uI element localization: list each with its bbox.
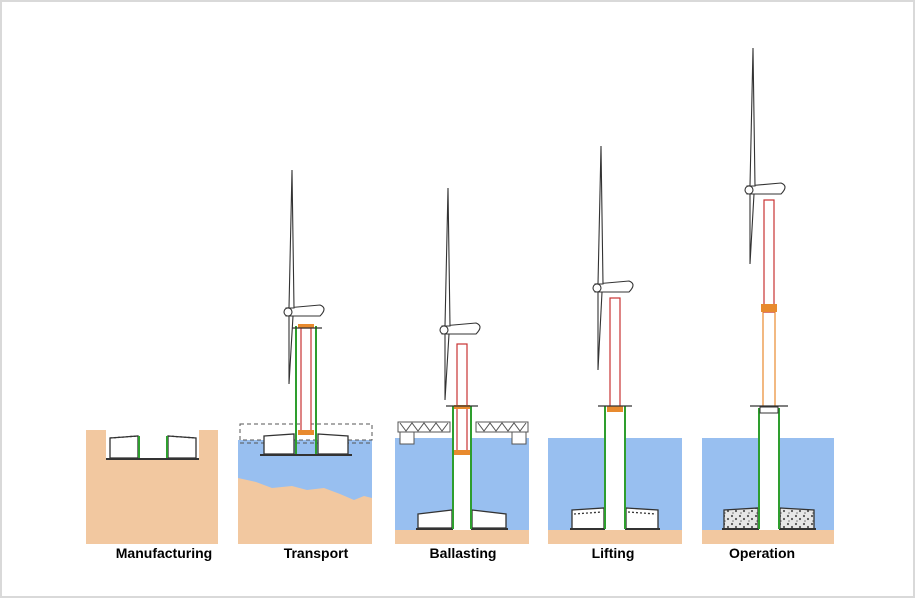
operation-tower bbox=[750, 199, 788, 530]
dry-dock-sand bbox=[86, 430, 218, 544]
gravity-base-foundation bbox=[106, 435, 199, 460]
stage-label-operation: Operation bbox=[729, 545, 795, 561]
operation-turbine bbox=[744, 47, 786, 265]
lifting-turbine bbox=[592, 145, 634, 371]
stage-label-ballasting: Ballasting bbox=[430, 545, 497, 561]
stage-ballasting bbox=[395, 187, 529, 544]
operation-seabed bbox=[702, 530, 834, 544]
transport-turbine bbox=[283, 169, 325, 385]
stage-operation bbox=[702, 47, 834, 544]
ballasting-foundation bbox=[416, 509, 508, 530]
ballasting-seabed bbox=[395, 530, 529, 544]
lifting-seabed bbox=[548, 530, 682, 544]
stage-label-manufacturing: Manufacturing bbox=[116, 545, 212, 561]
stage-transport bbox=[238, 169, 373, 544]
stage-lifting bbox=[548, 145, 682, 544]
transport-foundation bbox=[260, 433, 352, 456]
stage-label-lifting: Lifting bbox=[592, 545, 635, 561]
lifting-tower bbox=[598, 297, 632, 530]
ballasting-pontoon-right bbox=[475, 421, 529, 445]
ballasting-tower bbox=[446, 343, 478, 530]
transport-tower bbox=[290, 324, 322, 454]
ballasting-turbine bbox=[439, 187, 481, 401]
ballasting-pontoon-left bbox=[397, 421, 451, 445]
stage-manufacturing bbox=[86, 430, 218, 544]
transport-seabed bbox=[238, 478, 372, 544]
stage-label-transport: Transport bbox=[284, 545, 349, 561]
